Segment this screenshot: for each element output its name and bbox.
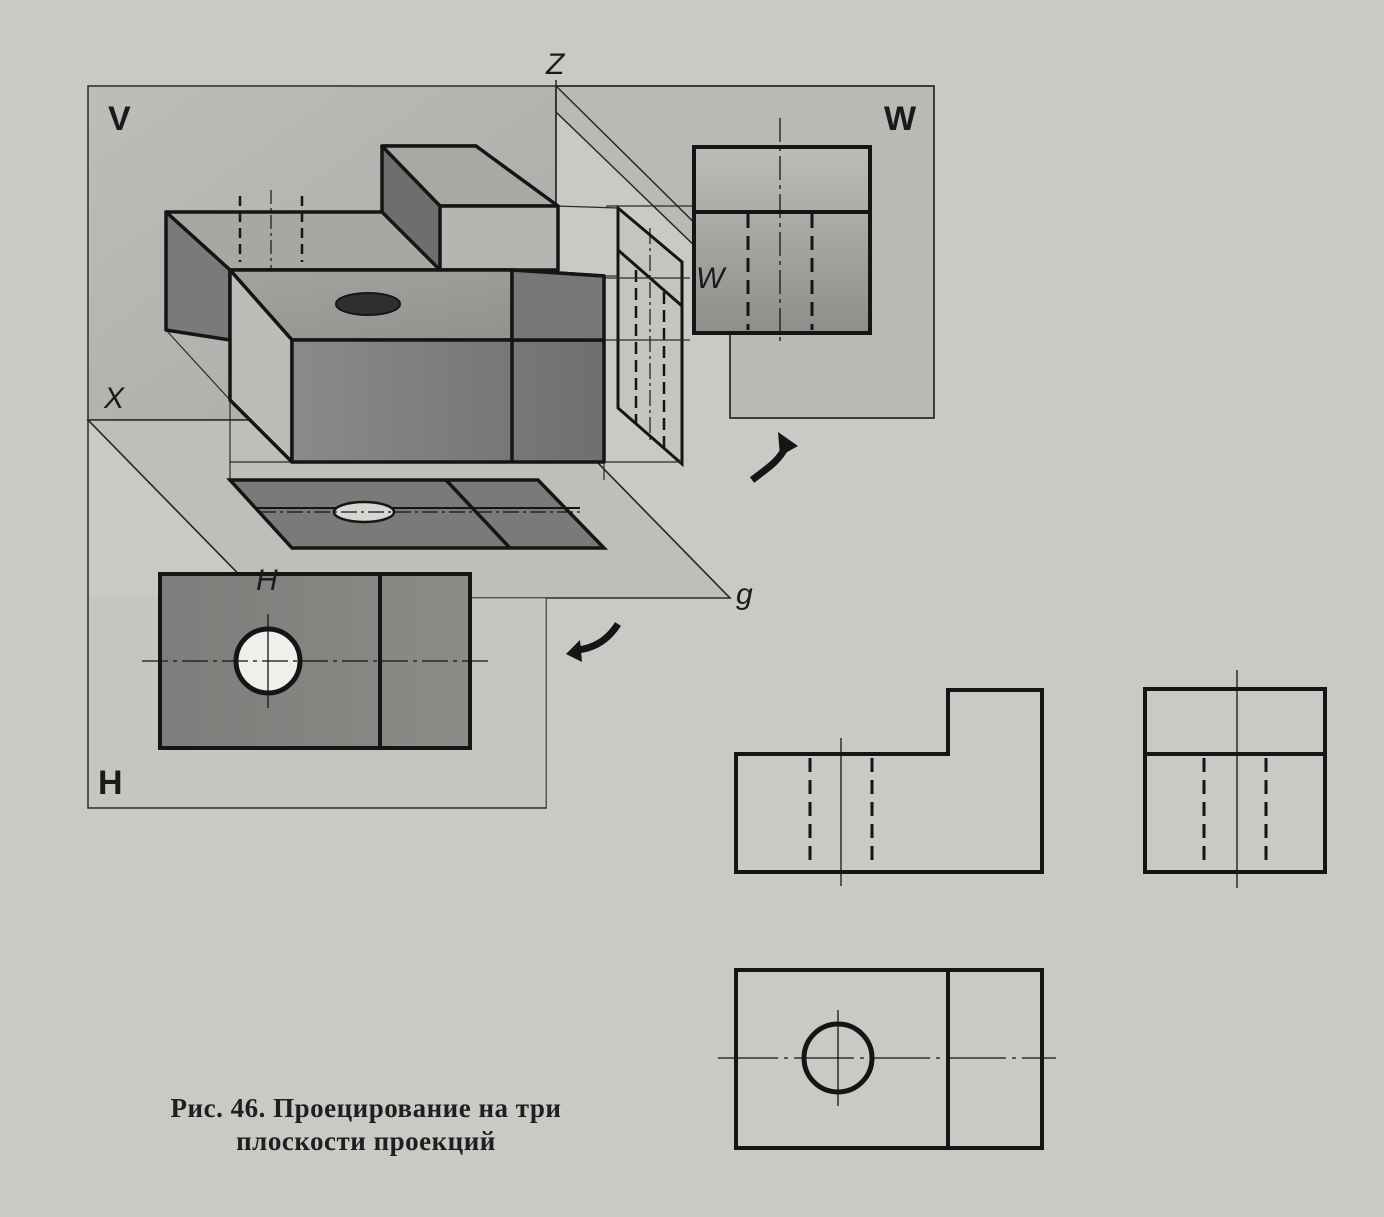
label-axis-z: Z xyxy=(545,48,566,81)
front-view xyxy=(734,688,1044,886)
caption-line-2: плоскости проекций xyxy=(236,1126,496,1156)
h-view-unfolded xyxy=(142,572,490,750)
rotation-arrow-w-icon xyxy=(749,432,798,483)
label-plane-v: V xyxy=(108,100,131,138)
rotation-arrow-h-icon xyxy=(566,622,621,662)
h-plane-projection-tilted xyxy=(226,478,609,550)
label-plane-h-tilted: H xyxy=(256,564,278,597)
label-plane-w: W xyxy=(884,100,917,138)
label-plane-w-tilted: W xyxy=(696,262,727,295)
label-axis-x: X xyxy=(103,382,125,415)
w-view-unfolded xyxy=(692,118,872,344)
top-view xyxy=(718,968,1056,1150)
figure-caption: Рис. 46. Проецирование на три плоскости … xyxy=(116,1092,616,1158)
caption-line-1: Рис. 46. Проецирование на три xyxy=(170,1093,562,1123)
object-3d xyxy=(164,144,606,464)
w-plane-projection-tilted xyxy=(604,204,730,468)
side-view xyxy=(1143,670,1327,888)
label-plane-h: H xyxy=(98,764,123,802)
label-axis-y: g xyxy=(736,578,753,611)
